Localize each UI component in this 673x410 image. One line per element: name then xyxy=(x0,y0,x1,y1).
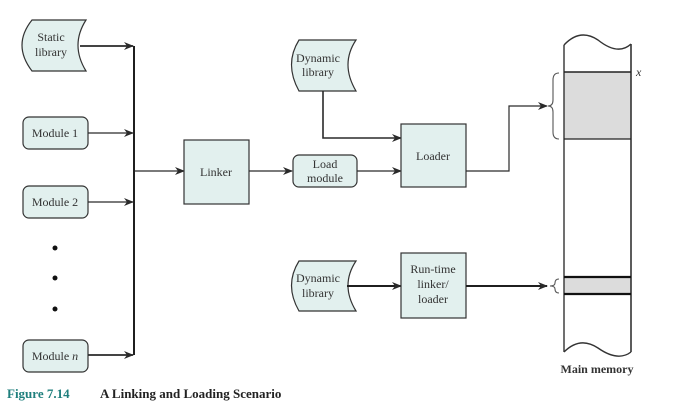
static-library-label-2: library xyxy=(35,45,67,59)
loader-node: Loader xyxy=(400,123,467,188)
arrow-loader-to-memory xyxy=(466,102,548,172)
linker-node: Linker xyxy=(183,139,250,205)
brace-loaded-region xyxy=(547,72,560,140)
memory-top-break xyxy=(563,34,632,50)
brace-runtime-region xyxy=(549,278,560,294)
address-x-label: x xyxy=(635,65,642,79)
arrow-dynlib-to-loader xyxy=(322,91,402,142)
memory-bottom-break xyxy=(563,342,632,357)
ellipsis-dot xyxy=(52,275,58,281)
dynamic-library-top-label-1: Dynamic xyxy=(296,51,340,65)
module-1-label: Module 1 xyxy=(32,126,78,140)
main-memory-label: Main memory xyxy=(561,362,634,376)
module-2-node: Module 2 xyxy=(22,185,89,219)
dynamic-library-top-node: Dynamic library xyxy=(290,39,358,92)
load-module-label-2: module xyxy=(307,171,343,185)
loader-label: Loader xyxy=(416,149,450,163)
loaded-region xyxy=(564,72,631,139)
figure-title: A Linking and Loading Scenario xyxy=(100,386,282,401)
ellipsis-dot xyxy=(52,245,58,251)
static-library-node: Static library xyxy=(21,19,88,72)
dynamic-library-bottom-label-2: library xyxy=(302,286,334,300)
runtime-loaded-region xyxy=(564,277,631,294)
static-library-label-1: Static xyxy=(37,30,64,44)
runtime-linker-label-1: Run-time xyxy=(410,262,455,276)
module-n-node: Module n xyxy=(22,339,89,373)
runtime-linker-label-3: loader xyxy=(418,292,448,306)
module-2-label: Module 2 xyxy=(32,195,78,209)
dynamic-library-top-label-2: library xyxy=(302,65,334,79)
runtime-linker-label-2: linker/ xyxy=(417,277,449,291)
dynamic-library-bottom-node: Dynamic library xyxy=(290,260,358,312)
load-module-node: Load module xyxy=(292,154,358,188)
runtime-linker-node: Run-time linker/ loader xyxy=(400,252,467,319)
ellipsis-dot xyxy=(52,306,58,312)
module-n-label: Module n xyxy=(32,349,78,363)
linker-label: Linker xyxy=(200,165,232,179)
load-module-label-1: Load xyxy=(313,157,338,171)
main-memory: x Main memory xyxy=(561,34,642,376)
module-1-node: Module 1 xyxy=(22,116,89,150)
figure-number: Figure 7.14 xyxy=(7,386,70,401)
dynamic-library-bottom-label-1: Dynamic xyxy=(296,271,340,285)
